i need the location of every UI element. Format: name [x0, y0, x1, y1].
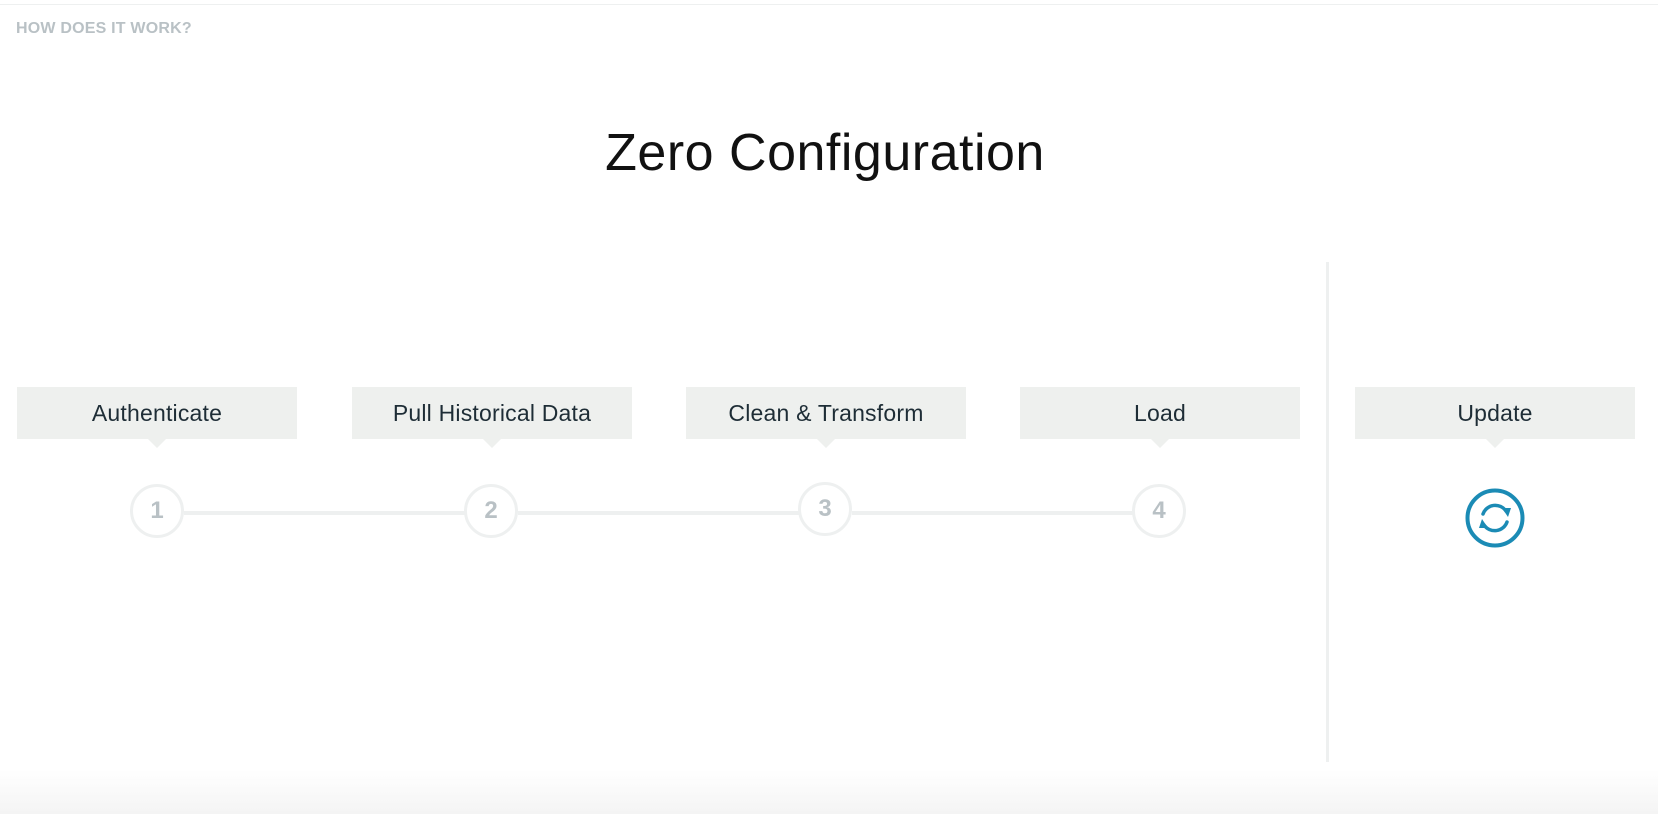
- section-eyebrow: HOW DOES IT WORK?: [16, 20, 192, 37]
- step-label-authenticate: Authenticate: [17, 387, 297, 448]
- step-number-4: 4: [1132, 484, 1186, 538]
- bottom-fade: [0, 770, 1658, 814]
- step-label-text: Clean & Transform: [728, 399, 924, 426]
- step-label-load: Load: [1020, 387, 1300, 448]
- step-connector: [852, 511, 1134, 515]
- step-label-text: Authenticate: [91, 399, 223, 426]
- step-label-text: Pull Historical Data: [392, 399, 592, 426]
- step-connector: [184, 511, 466, 515]
- step-label-text: Load: [1134, 399, 1186, 426]
- step-label-pull-historical-data: Pull Historical Data: [352, 387, 632, 448]
- step-label-text: Update: [1457, 399, 1533, 426]
- step-label-update: Update: [1355, 387, 1635, 448]
- section-divider: [1326, 262, 1329, 762]
- sync-icon: [1465, 488, 1525, 548]
- step-number-2: 2: [464, 484, 518, 538]
- top-rule: [0, 4, 1658, 5]
- step-label-clean-transform: Clean & Transform: [686, 387, 966, 448]
- page-title: Zero Configuration: [605, 123, 1045, 182]
- step-number-1: 1: [130, 484, 184, 538]
- step-number-3: 3: [798, 482, 852, 536]
- step-connector: [518, 511, 800, 515]
